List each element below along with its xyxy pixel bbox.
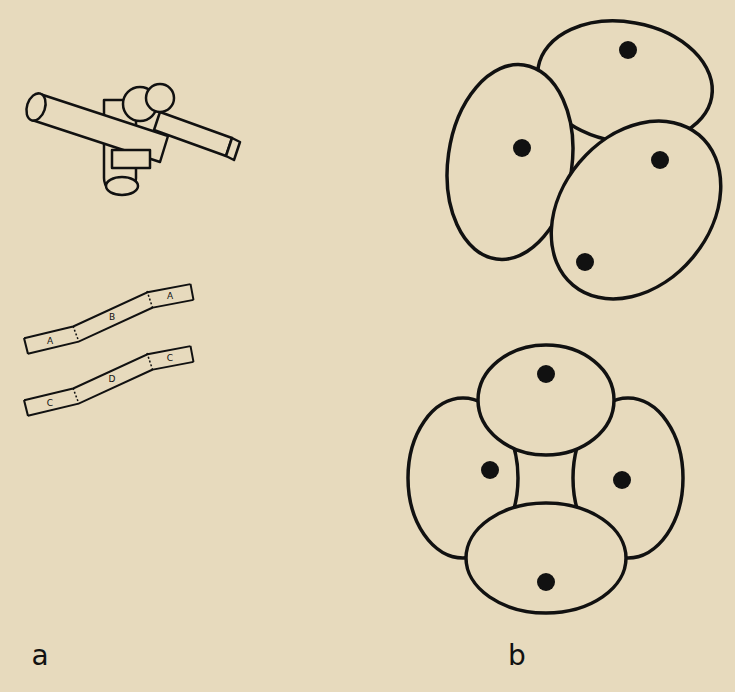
folded-strip	[24, 284, 194, 354]
strip-letter: C	[167, 354, 173, 363]
tetramer	[408, 345, 683, 613]
panel-label: a	[31, 642, 48, 670]
subunit-dots	[481, 365, 631, 591]
folded-strip	[24, 346, 194, 416]
trimer	[435, 8, 735, 333]
strip-letter: C	[47, 399, 53, 408]
strip-letter: A	[47, 337, 53, 346]
strip-letter: D	[109, 375, 116, 384]
strip-letter: A	[167, 292, 173, 301]
strip-letter: B	[109, 313, 115, 322]
subunit-dots	[513, 41, 669, 271]
tube-model	[23, 84, 240, 195]
panel-label: b	[508, 642, 526, 670]
